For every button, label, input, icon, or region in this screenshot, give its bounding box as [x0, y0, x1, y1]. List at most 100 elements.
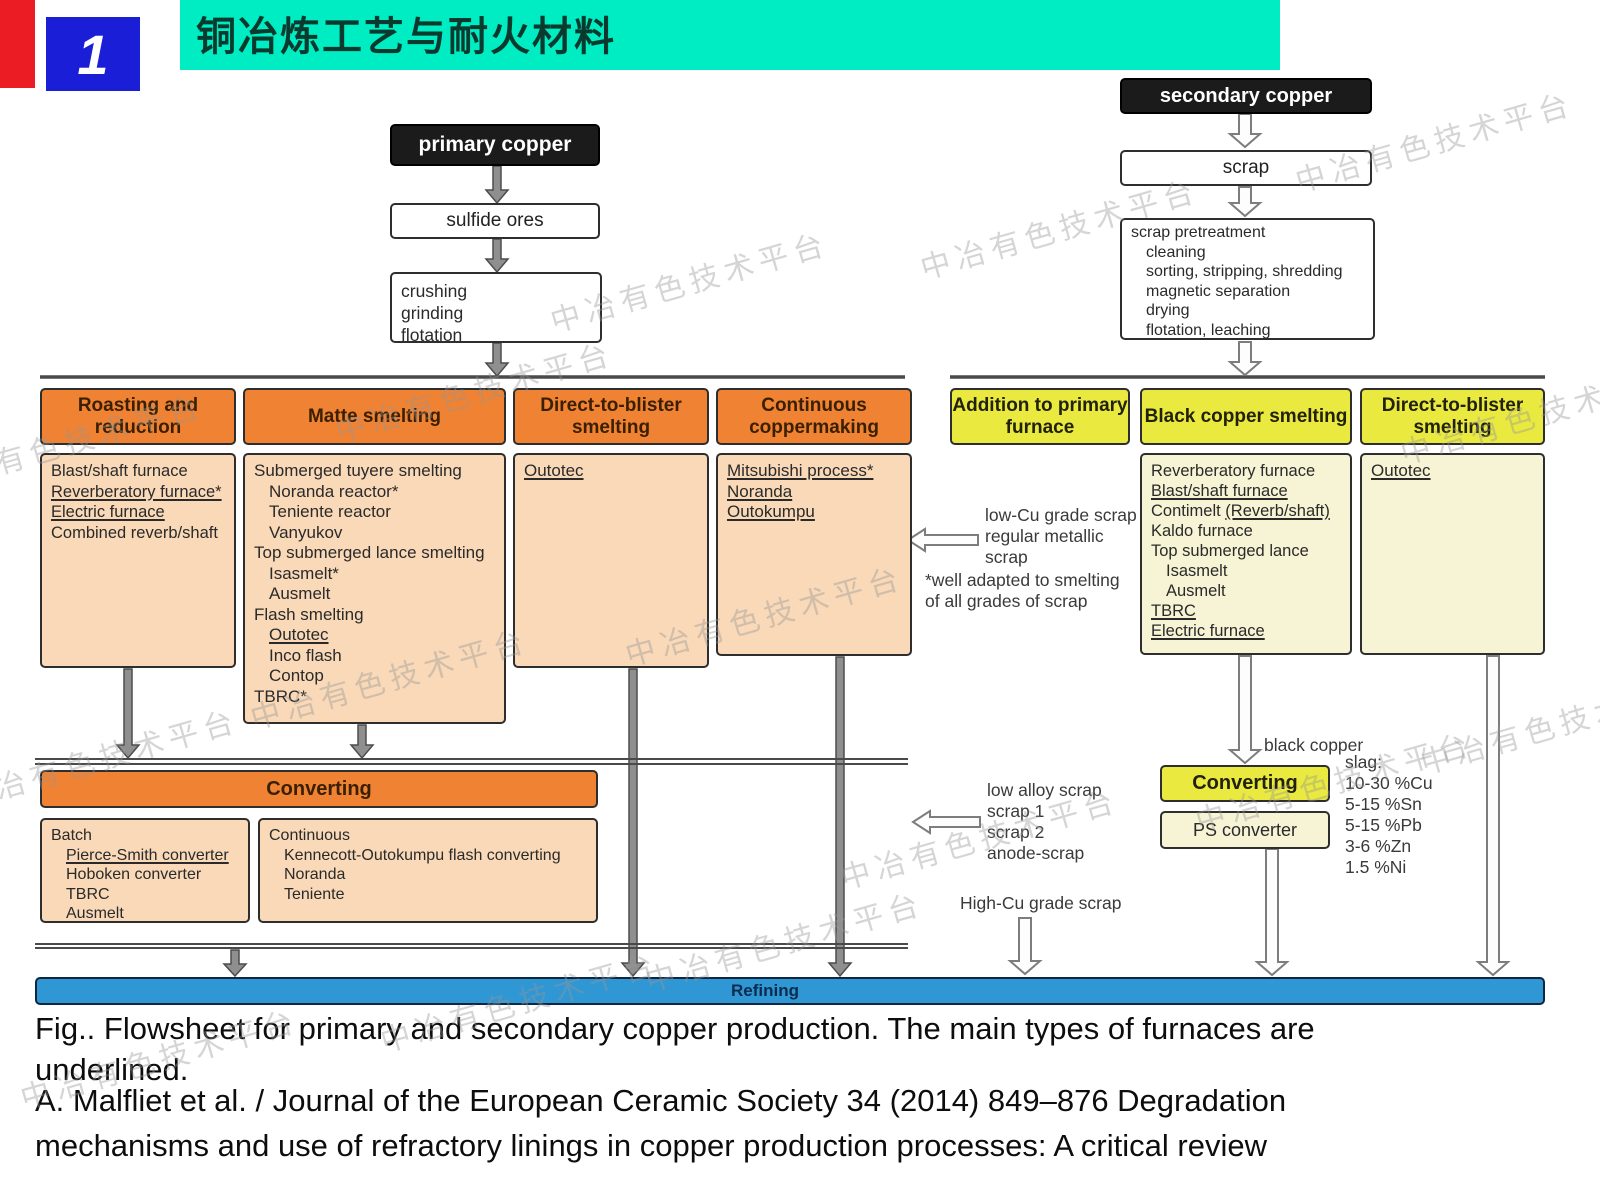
text-line: Submerged tuyere smelting: [254, 461, 500, 482]
text-line: Contop: [254, 666, 500, 687]
text-line: Ausmelt: [1151, 581, 1346, 601]
arrow-lowalloy-left: [911, 809, 981, 835]
text-fragment: Ausmelt: [269, 584, 331, 603]
underlined-furnace-name: Blast/shaft furnace: [1151, 482, 1288, 500]
refining-bar: Refining: [35, 977, 1545, 1005]
text-fragment: magnetic separation: [1146, 282, 1291, 300]
text-line: scrap 1: [987, 801, 1147, 822]
text-fragment: Top submerged lance smelting: [254, 543, 485, 562]
text-fragment: Flash smelting: [254, 604, 364, 624]
text-line: Kennecott-Outokumpu flash converting: [269, 846, 592, 866]
text-line: Outotec: [524, 461, 703, 482]
header-label: Addition to primary furnace: [952, 394, 1128, 438]
text-line: anode-scrap: [987, 843, 1147, 864]
text-fragment: 5-15 %Pb: [1345, 815, 1422, 835]
text-line: of all grades of scrap: [925, 591, 1155, 612]
text-fragment: low alloy scrap: [987, 780, 1102, 800]
text-fragment: Ausmelt: [66, 905, 124, 922]
arrow-primary-to-ores: [484, 165, 510, 205]
text-fragment: cleaning: [1146, 243, 1206, 261]
text-line: 5-15 %Pb: [1345, 815, 1475, 836]
text-fragment: Ausmelt: [1166, 582, 1226, 600]
header-label: Black copper smelting: [1144, 405, 1348, 427]
arrow-lowcu-left: [906, 527, 979, 553]
text-line: drying: [1131, 301, 1369, 321]
citation-line-1: A. Malfliet et al. / Journal of the Euro…: [35, 1083, 1287, 1118]
arrow-d2b-to-refining: [620, 668, 646, 978]
text-line: Mitsubishi process*: [727, 461, 906, 482]
text-fragment: Hoboken converter: [66, 866, 202, 883]
text-fragment: flotation, leaching: [1146, 321, 1271, 339]
converting-label: Converting: [1192, 772, 1298, 794]
text-fragment: grinding: [401, 303, 464, 323]
text-line: scrap pretreatment: [1131, 223, 1369, 243]
title-banner: [180, 0, 1280, 70]
column-header-roasting: Roasting and reduction: [40, 388, 236, 445]
text-line: Outotec: [1371, 461, 1539, 482]
text-line: Blast/shaft furnace: [51, 461, 230, 482]
text-line: Continuous: [269, 826, 592, 846]
header-label: Continuous coppermaking: [749, 394, 879, 438]
text-fragment: Teniente: [284, 885, 345, 903]
arrow-roasting-to-converting: [115, 668, 141, 760]
text-line: Inco flash: [254, 646, 500, 667]
arrow-highcu-to-refining: [1007, 917, 1043, 976]
text-fragment: TBRC*: [254, 686, 307, 706]
text-line: Hoboken converter: [51, 865, 244, 885]
text-line: low-Cu grade scrap: [985, 505, 1165, 526]
text-line: Reverberatory furnace*: [51, 482, 230, 503]
text-line: Pierce-Smith converter: [51, 846, 244, 866]
text-line: Combined reverb/shaft: [51, 523, 230, 544]
text-fragment: Contop: [269, 666, 324, 685]
column-header-matte: Matte smelting: [243, 388, 506, 445]
arrow-scrap-to-pretreat: [1227, 186, 1263, 218]
column-content-d2b-secondary: Outotec: [1360, 453, 1545, 655]
filled-arrows: [115, 165, 853, 978]
underlined-furnace-name: TBRC: [1151, 602, 1196, 620]
text-fragment: Kaldo furnace: [1151, 522, 1253, 540]
text-fragment: scrap 2: [987, 822, 1045, 842]
text-fragment: regular metallic: [985, 526, 1104, 546]
text-line: flotation, leaching: [1131, 321, 1369, 341]
figure-caption: Fig.. Flowsheet for primary and secondar…: [35, 1008, 1555, 1090]
text-line: magnetic separation: [1131, 282, 1369, 302]
text-fragment: Submerged tuyere smelting: [254, 461, 462, 480]
text-fragment: scrap pretreatment: [1131, 224, 1266, 241]
text-fragment: 10-30 %Cu: [1345, 773, 1433, 793]
text-line: TBRC: [51, 885, 244, 905]
text-line: Isasmelt: [1151, 561, 1346, 581]
sulfide-ores-box: sulfide ores: [390, 203, 600, 239]
text-line: scrap: [985, 547, 1165, 568]
column-content-d2b: Outotec: [513, 453, 709, 668]
arrow-d2b2-to-refining: [1475, 655, 1511, 977]
ps-converter-box: PS converter: [1160, 811, 1330, 849]
text-line: Vanyukov: [254, 523, 500, 544]
text-fragment: Batch: [51, 827, 92, 844]
text-line: Batch: [51, 826, 244, 846]
caption-line-1: Fig.. Flowsheet for primary and secondar…: [35, 1011, 1315, 1046]
arrow-ores-to-prep: [484, 238, 510, 274]
arrow-pretreat-to-line: [1227, 341, 1263, 377]
primary-copper-box: primary copper: [390, 124, 600, 166]
text-line: sorting, stripping, shredding: [1131, 262, 1369, 282]
text-line: grinding: [401, 302, 596, 324]
text-fragment: crushing: [401, 281, 468, 301]
text-line: Isasmelt*: [254, 564, 500, 585]
source-citation: A. Malfliet et al. / Journal of the Euro…: [35, 1078, 1555, 1168]
high-cu-scrap-note: High-Cu grade scrap: [960, 893, 1122, 913]
text-line: crushing: [401, 280, 596, 302]
text-line: Ausmelt: [51, 904, 244, 924]
text-line: cleaning: [1131, 243, 1369, 263]
text-line: TBRC*: [254, 687, 500, 708]
text-line: Noranda reactor*: [254, 482, 500, 503]
column-header-continuous: Continuous coppermaking: [716, 388, 912, 445]
header-label: Direct-to-blister smelting: [540, 394, 682, 438]
text-fragment: scrap 1: [987, 801, 1045, 821]
text-fragment: Inco flash: [269, 645, 342, 665]
text-fragment: Blast/shaft furnace: [51, 462, 188, 480]
text-fragment: Noranda: [284, 866, 346, 883]
